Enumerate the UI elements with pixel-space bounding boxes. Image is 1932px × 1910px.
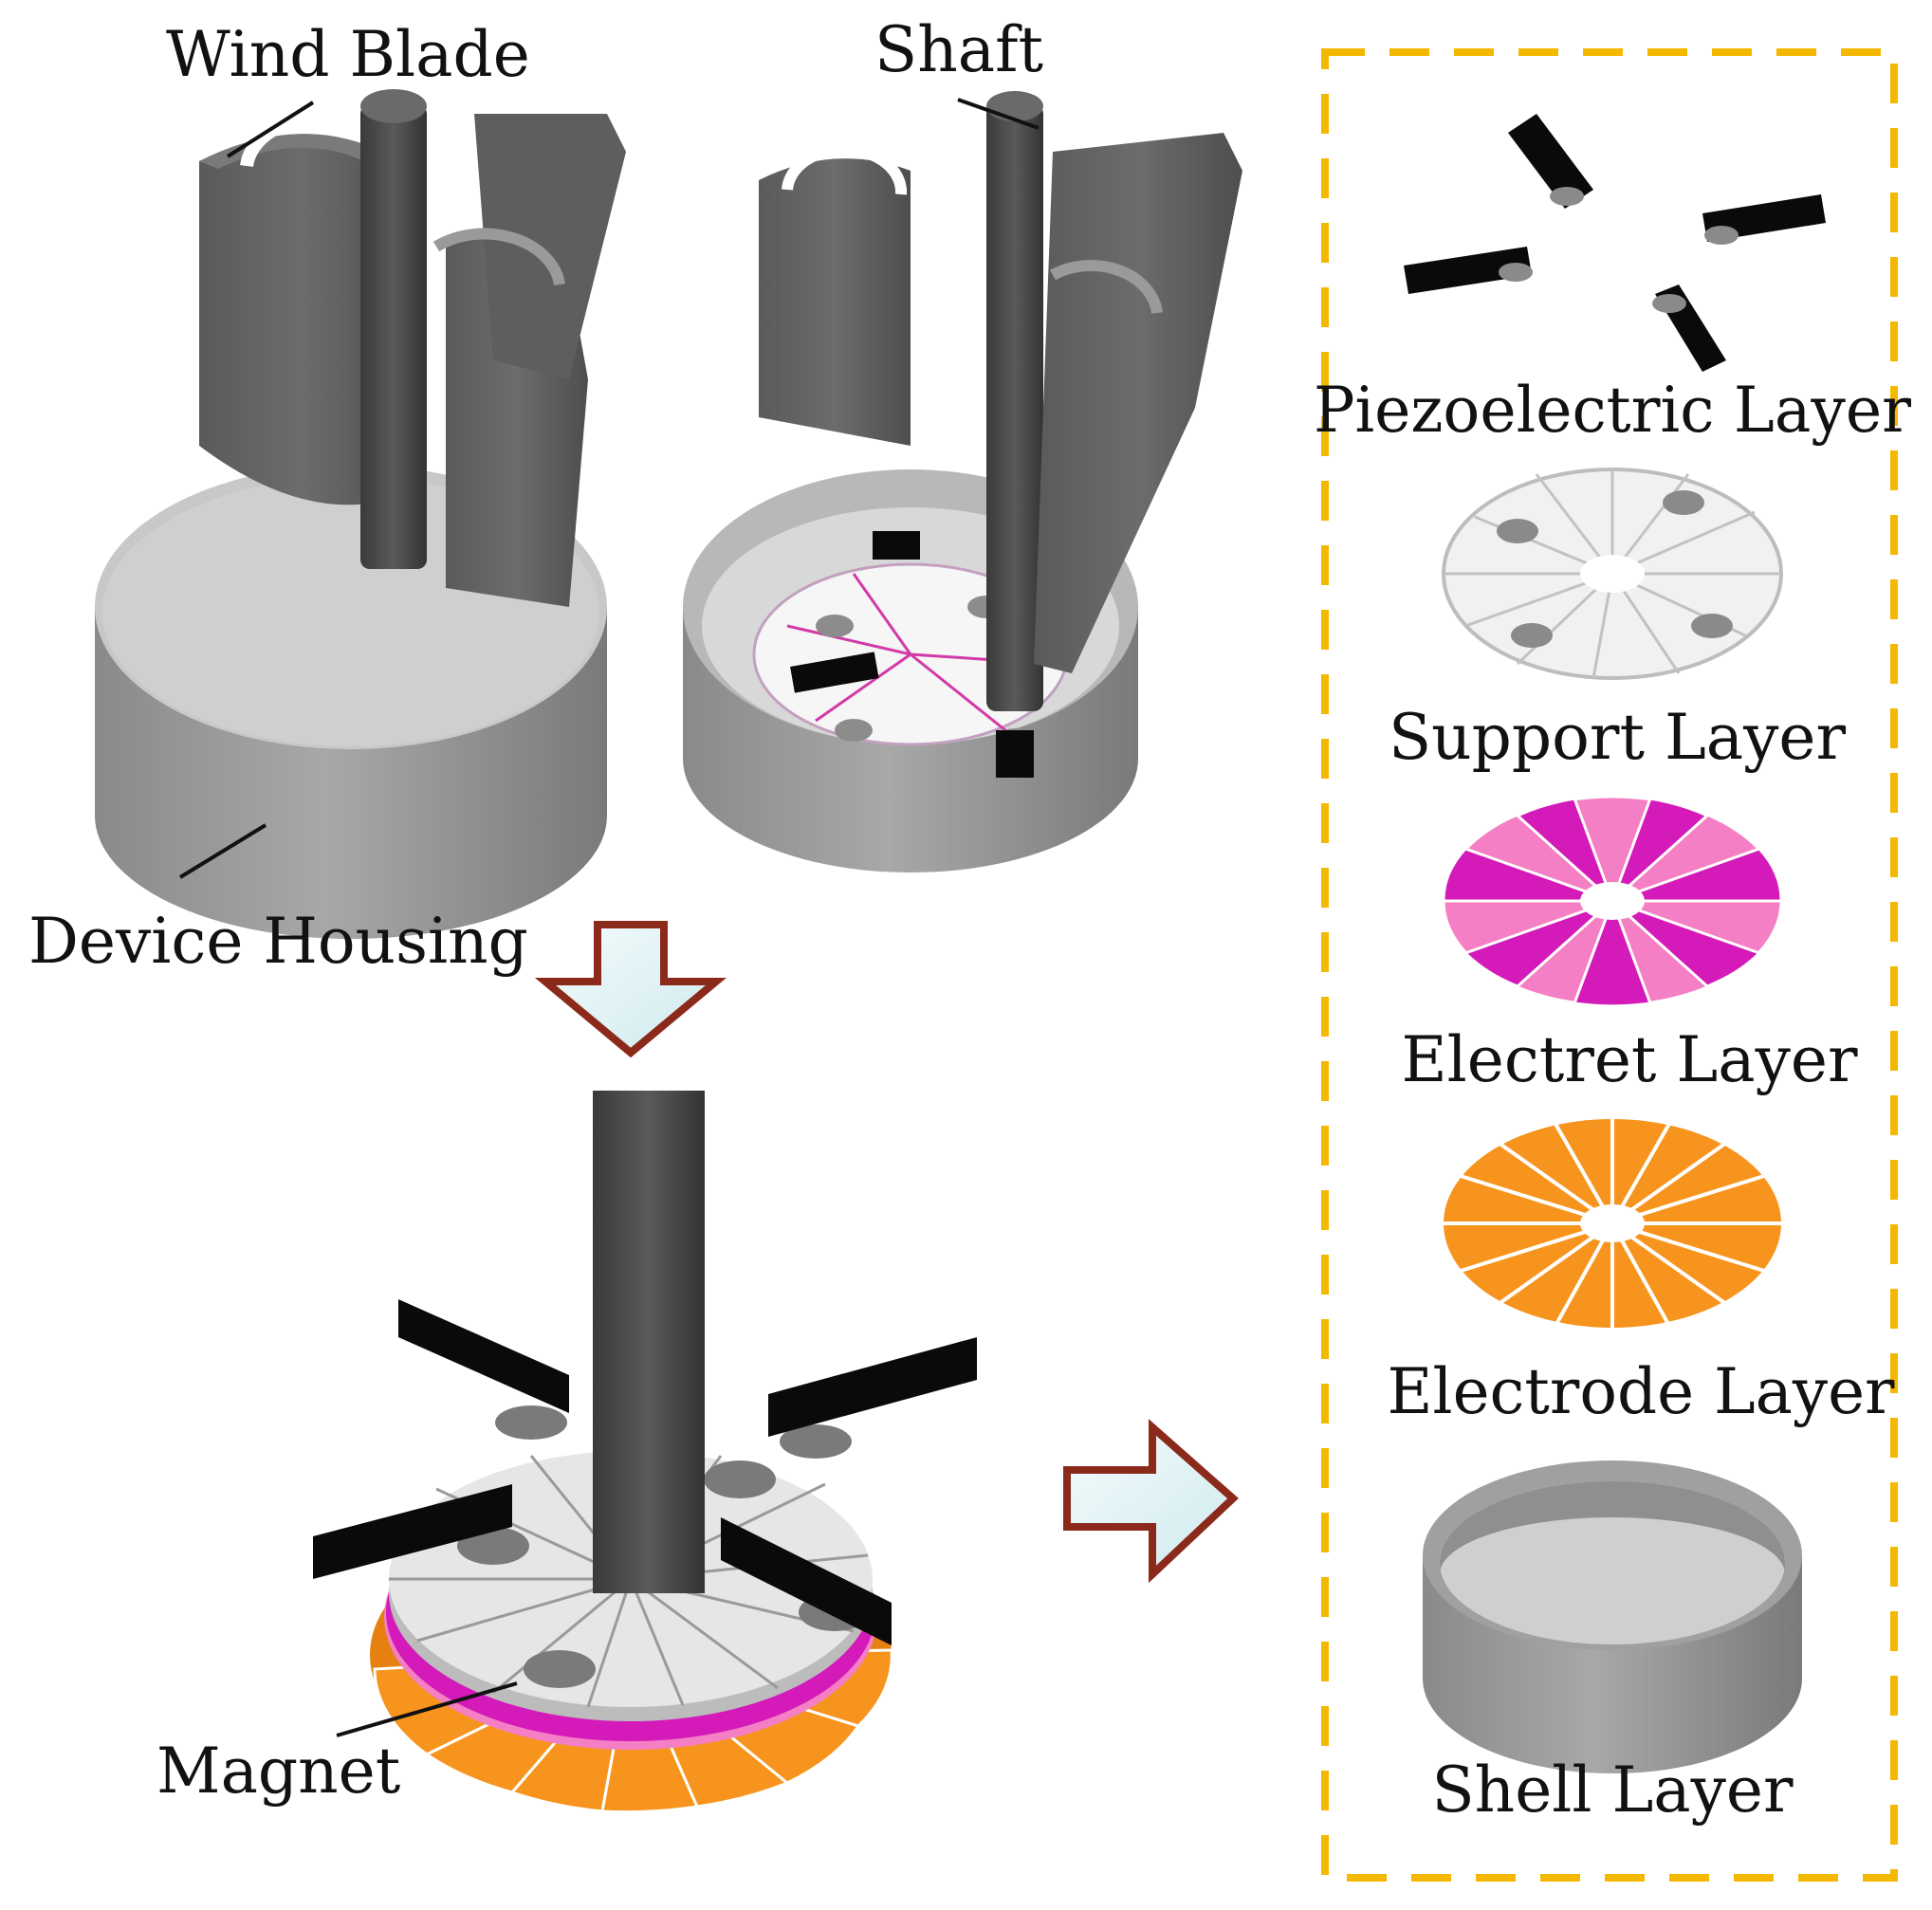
down-arrow-icon — [534, 921, 727, 1058]
right-arrow-icon — [1063, 1419, 1239, 1584]
housing-leader — [178, 823, 267, 879]
shell-cup-icon — [1423, 1460, 1802, 1773]
layers-panel-border — [1321, 48, 1898, 1882]
opened-device — [683, 91, 1242, 872]
layer-label-piezoelectric: Piezoelectric Layer — [1314, 374, 1911, 447]
device-shaft — [360, 104, 427, 569]
layer-label-electret: Electret Layer — [1401, 1023, 1857, 1096]
electrode-disk-icon — [1444, 1119, 1781, 1328]
layer-label-electrode: Electrode Layer — [1388, 1355, 1895, 1428]
magnet-leader — [336, 1681, 518, 1737]
exploded-shaft — [593, 1091, 705, 1593]
device-housing-label: Device Housing — [28, 905, 528, 978]
open-shaft — [986, 104, 1043, 711]
piezo-bars-icon — [1404, 114, 1826, 372]
electret-disk-icon — [1442, 795, 1783, 1008]
support-disk-icon — [1442, 468, 1783, 680]
layer-label-support: Support Layer — [1389, 701, 1847, 774]
wind-blade-label: Wind Blade — [166, 18, 530, 91]
shaft-label: Shaft — [874, 13, 1043, 86]
wind-blade-leader — [226, 101, 315, 158]
wind-blade-left — [199, 134, 408, 505]
assembled-device — [95, 89, 626, 939]
layer-label-shell: Shell Layer — [1431, 1754, 1793, 1827]
shaft-leader — [957, 98, 1040, 130]
magnet-label: Magnet — [156, 1735, 400, 1808]
exploded-view — [313, 1091, 977, 1814]
